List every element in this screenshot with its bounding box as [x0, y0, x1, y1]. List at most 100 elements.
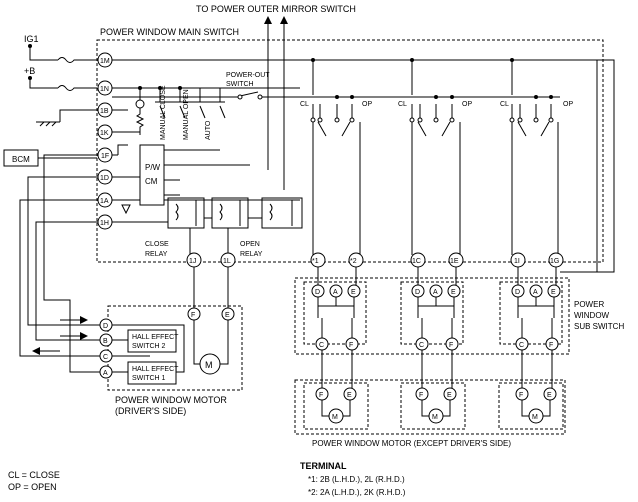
svg-text:E: E [351, 289, 356, 296]
svg-text:F: F [449, 342, 453, 349]
svg-text:M: M [432, 414, 438, 421]
svg-text:SUB SWITCH: SUB SWITCH [574, 322, 624, 331]
power-out-label-1: POWER-OUT [226, 72, 270, 79]
hall-switch-1 [127, 361, 177, 385]
svg-text:1N: 1N [100, 86, 109, 93]
illum-lamp [135, 99, 145, 109]
resistor [135, 88, 145, 135]
left-terminals: 1M 1N 1B 1K 1F 1D 1A 1H [97, 52, 113, 230]
svg-text:1J: 1J [189, 258, 196, 265]
top-arrow-label: TO POWER OUTER MIRROR SWITCH [196, 4, 356, 14]
svg-text:A: A [433, 289, 438, 296]
svg-text:F: F [549, 342, 553, 349]
svg-text:CLOSE: CLOSE [145, 241, 169, 248]
power-out-label-2: SWITCH [226, 81, 254, 88]
svg-text:D: D [103, 323, 108, 330]
terminal-title: TERMINAL [300, 461, 347, 471]
svg-text:E: E [551, 289, 556, 296]
svg-text:MANUAL OPEN: MANUAL OPEN [183, 89, 190, 140]
svg-text:SWITCH 1: SWITCH 1 [132, 375, 166, 382]
svg-text:F: F [319, 392, 323, 399]
svg-text:SWITCH 2: SWITCH 2 [132, 343, 166, 350]
power-out-switch [239, 91, 259, 97]
bus-dots [138, 58, 514, 90]
svg-text:B: B [103, 338, 108, 345]
svg-text:OPEN: OPEN [240, 241, 260, 248]
svg-text:1D: 1D [100, 175, 109, 182]
svg-text:HALL EFFECT: HALL EFFECT [132, 334, 179, 341]
output-terminals: *1 *2 1C 1E 1I 1G [310, 252, 564, 268]
svg-text:POWER: POWER [574, 300, 604, 309]
svg-text:F: F [191, 312, 195, 319]
driver-motor-label-2: (DRIVER'S SIDE) [115, 406, 186, 416]
svg-text:OP: OP [563, 101, 573, 108]
svg-text:E: E [547, 392, 552, 399]
svg-text:M: M [532, 414, 538, 421]
legend-cl: CL = CLOSE [8, 470, 60, 480]
svg-text:E: E [225, 312, 230, 319]
terminal-note-1: *1: 2B (L.H.D.), 2L (R.H.D.) [308, 475, 405, 484]
plus-b-label: +B [24, 66, 35, 76]
svg-text:CM: CM [145, 177, 158, 186]
hall-switch-2 [127, 329, 177, 353]
relay-open [211, 197, 249, 229]
other-motors: F E F E F E M M M [303, 382, 564, 430]
legend-op: OP = OPEN [8, 482, 57, 492]
svg-text:F: F [419, 392, 423, 399]
svg-text:1H: 1H [100, 220, 109, 227]
driver-motor-label-1: POWER WINDOW MOTOR [115, 395, 227, 405]
other-motor-label: POWER WINDOW MOTOR (EXCEPT DRIVER'S SIDE… [312, 439, 511, 448]
svg-text:CL: CL [300, 101, 309, 108]
svg-text:OP: OP [462, 101, 472, 108]
svg-text:E: E [451, 289, 456, 296]
svg-text:C: C [519, 342, 524, 349]
svg-text:1I: 1I [514, 258, 520, 265]
ig1-label: IG1 [24, 34, 39, 44]
svg-text:AUTO: AUTO [205, 120, 212, 140]
terminal-note-2: *2: 2A (L.H.D.), 2K (R.H.D.) [308, 488, 406, 497]
svg-text:E: E [347, 392, 352, 399]
manual-auto-switch: MANUAL CLOSE MANUAL OPEN AUTO [155, 85, 226, 140]
svg-text:1G: 1G [550, 258, 559, 265]
svg-text:F: F [519, 392, 523, 399]
svg-text:CL: CL [500, 101, 509, 108]
svg-text:C: C [103, 354, 108, 361]
svg-text:D: D [515, 289, 520, 296]
svg-text:P/W: P/W [145, 163, 161, 172]
svg-text:F: F [349, 342, 353, 349]
svg-text:OP: OP [362, 101, 372, 108]
svg-text:RELAY: RELAY [145, 251, 168, 258]
relay-mirror [261, 197, 303, 229]
other-motor-box [294, 379, 566, 435]
ground-symbol [36, 109, 97, 127]
fuse-b [57, 85, 97, 91]
svg-text:C: C [419, 342, 424, 349]
svg-text:A: A [533, 289, 538, 296]
bcm-label: BCM [12, 155, 30, 164]
svg-text:CL: CL [398, 101, 407, 108]
svg-text:1B: 1B [100, 108, 109, 115]
pw-cm-box [139, 144, 165, 206]
driver-motor-box [107, 305, 243, 391]
svg-text:M: M [332, 414, 338, 421]
svg-text:D: D [315, 289, 320, 296]
svg-text:1M: 1M [100, 58, 110, 65]
svg-text:C: C [319, 342, 324, 349]
svg-text:HALL EFFECT: HALL EFFECT [132, 366, 179, 373]
svg-text:1L: 1L [223, 258, 231, 265]
svg-text:M: M [205, 360, 213, 370]
svg-text:A: A [103, 370, 108, 377]
driver-motor-terminals: D B C A [99, 318, 113, 379]
main-switch-label: POWER WINDOW MAIN SWITCH [100, 27, 239, 37]
fuse-ig1 [57, 57, 97, 63]
svg-text:1E: 1E [450, 258, 459, 265]
sub-switch-box [294, 277, 570, 355]
svg-text:1K: 1K [100, 130, 109, 137]
svg-text:1C: 1C [412, 258, 421, 265]
sub-switch-units: D A E C F D A E C F D A E C F [303, 281, 563, 351]
svg-text:MANUAL CLOSE: MANUAL CLOSE [160, 85, 167, 140]
main-switch-box [96, 39, 604, 263]
relay-close [167, 197, 205, 229]
svg-text:1F: 1F [101, 153, 109, 160]
